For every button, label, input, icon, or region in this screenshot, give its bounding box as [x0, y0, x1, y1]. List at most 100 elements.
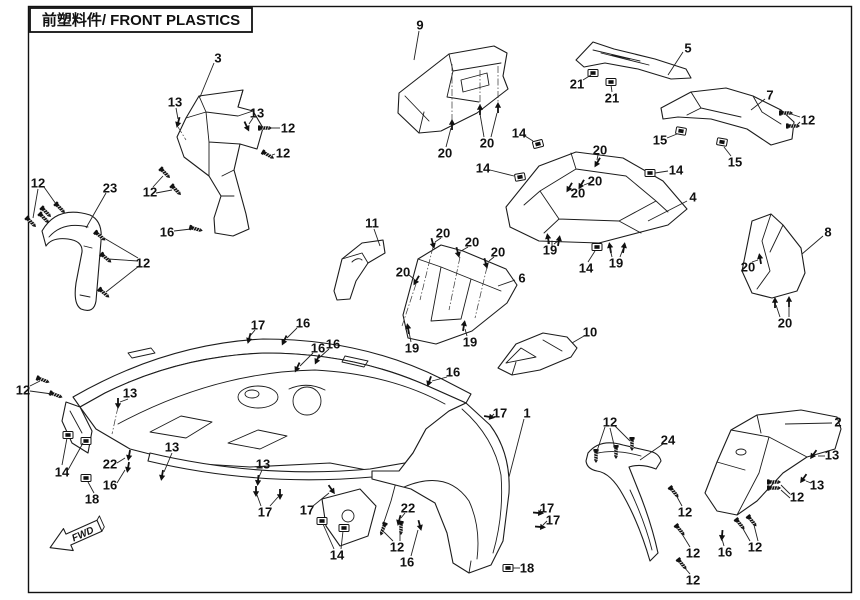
- leader-line: [553, 240, 559, 245]
- callout-label-21: 21: [570, 77, 584, 92]
- page-border: [27, 5, 853, 594]
- callout-label-13: 13: [165, 440, 179, 455]
- bolt-fastener-glyph: [158, 469, 167, 482]
- screw-fastener-glyph: [733, 516, 747, 532]
- callout-label-22: 22: [103, 457, 117, 472]
- part-7-top-cover: [660, 87, 795, 146]
- callout-label-18: 18: [85, 492, 99, 507]
- screw-fastener-glyph: [98, 251, 114, 265]
- callout-label-12: 12: [603, 415, 617, 430]
- leader-line: [400, 512, 406, 519]
- callout-label-16: 16: [400, 555, 414, 570]
- callout-label-16: 16: [160, 225, 174, 240]
- assembly-axes-layer: [111, 64, 499, 435]
- leader-line: [751, 259, 759, 263]
- screw-fastener-glyph: [157, 165, 173, 181]
- callout-label-12: 12: [143, 185, 157, 200]
- callout-label-13: 13: [123, 386, 137, 401]
- leader-line: [753, 524, 759, 542]
- leader-line: [667, 51, 684, 76]
- callout-label-20: 20: [778, 316, 792, 331]
- callout-label-16: 16: [296, 316, 310, 331]
- bolt-fastener-glyph: [125, 449, 134, 462]
- clip-fastener-glyph: [605, 78, 617, 86]
- callout-label-15: 15: [653, 133, 667, 148]
- callout-label-17: 17: [300, 503, 314, 518]
- callout-label-12: 12: [16, 383, 30, 398]
- leader-line: [508, 418, 525, 478]
- clip-fastener-glyph: [513, 172, 527, 182]
- leader-line: [583, 182, 590, 186]
- leader-line: [373, 228, 381, 247]
- callout-label-16: 16: [103, 478, 117, 493]
- fwd-label: FWD: [70, 525, 95, 544]
- callout-label-20: 20: [396, 265, 410, 280]
- leader-line: [105, 265, 140, 293]
- callout-label-12: 12: [686, 573, 700, 588]
- clip-fastener-glyph: [316, 517, 328, 525]
- part-8-side-cover: [741, 213, 806, 299]
- bolt-fastener-glyph: [797, 472, 809, 485]
- clip-fastener-glyph: [715, 137, 729, 147]
- bolt-fastener-glyph: [252, 486, 260, 497]
- leader-line: [582, 74, 592, 81]
- leader-line: [596, 154, 599, 161]
- leader-line: [784, 422, 833, 425]
- callout-label-9: 9: [416, 18, 423, 33]
- leader-line: [256, 494, 262, 507]
- leader-line: [610, 84, 613, 93]
- callout-label-20: 20: [480, 136, 494, 151]
- leader-line: [750, 98, 766, 111]
- callout-label-13: 13: [250, 106, 264, 121]
- callout-label-15: 15: [728, 155, 742, 170]
- leader-line: [87, 481, 95, 494]
- leader-line: [383, 531, 394, 542]
- callout-label-12: 12: [790, 490, 804, 505]
- callout-label-14: 14: [330, 548, 345, 563]
- callout-label-20: 20: [571, 186, 585, 201]
- part-11-small-bracket: [333, 239, 386, 301]
- leader-line: [497, 279, 516, 287]
- leader-line: [609, 427, 616, 450]
- callout-label-8: 8: [824, 225, 831, 240]
- leader-line: [408, 274, 415, 280]
- fwd-arrow: FWD: [49, 515, 105, 552]
- leader-line: [647, 200, 688, 222]
- leader-line: [271, 153, 276, 156]
- assembly-axis: [448, 256, 461, 311]
- leader-line: [258, 469, 263, 478]
- leader-line: [410, 529, 419, 557]
- leader-line: [163, 452, 173, 473]
- screw-fastener-glyph: [23, 214, 39, 230]
- leader-line: [299, 352, 314, 367]
- leader-line: [490, 112, 498, 138]
- leader-line: [775, 304, 781, 318]
- leader-line: [340, 530, 344, 550]
- callout-label-17: 17: [251, 318, 265, 333]
- callout-label-19: 19: [609, 256, 623, 271]
- leader-line: [675, 494, 683, 507]
- page-title: 前塑料件/ FRONT PLASTICS: [42, 11, 240, 29]
- callout-label-13: 13: [810, 478, 824, 493]
- leader-line: [116, 457, 126, 464]
- callout-label-18: 18: [520, 561, 534, 576]
- callout-label-20: 20: [593, 143, 607, 158]
- callout-label-19: 19: [543, 243, 557, 258]
- leader-line: [464, 328, 468, 337]
- clip-fastener-glyph: [644, 169, 656, 177]
- title-box: [29, 7, 253, 33]
- leader-line: [741, 526, 751, 542]
- leader-line: [539, 508, 542, 513]
- screw-fastener-glyph: [667, 484, 681, 500]
- callout-label-20: 20: [491, 245, 505, 260]
- callout-label-3: 3: [214, 51, 221, 66]
- callout-label-17: 17: [258, 505, 272, 520]
- leader-line: [103, 237, 139, 259]
- leader-line: [488, 256, 495, 262]
- leader-line: [116, 469, 126, 484]
- callout-label-16: 16: [446, 365, 460, 380]
- callout-label-12: 12: [281, 121, 295, 136]
- callout-label-13: 13: [168, 95, 182, 110]
- bolt-fastener-glyph: [124, 461, 133, 474]
